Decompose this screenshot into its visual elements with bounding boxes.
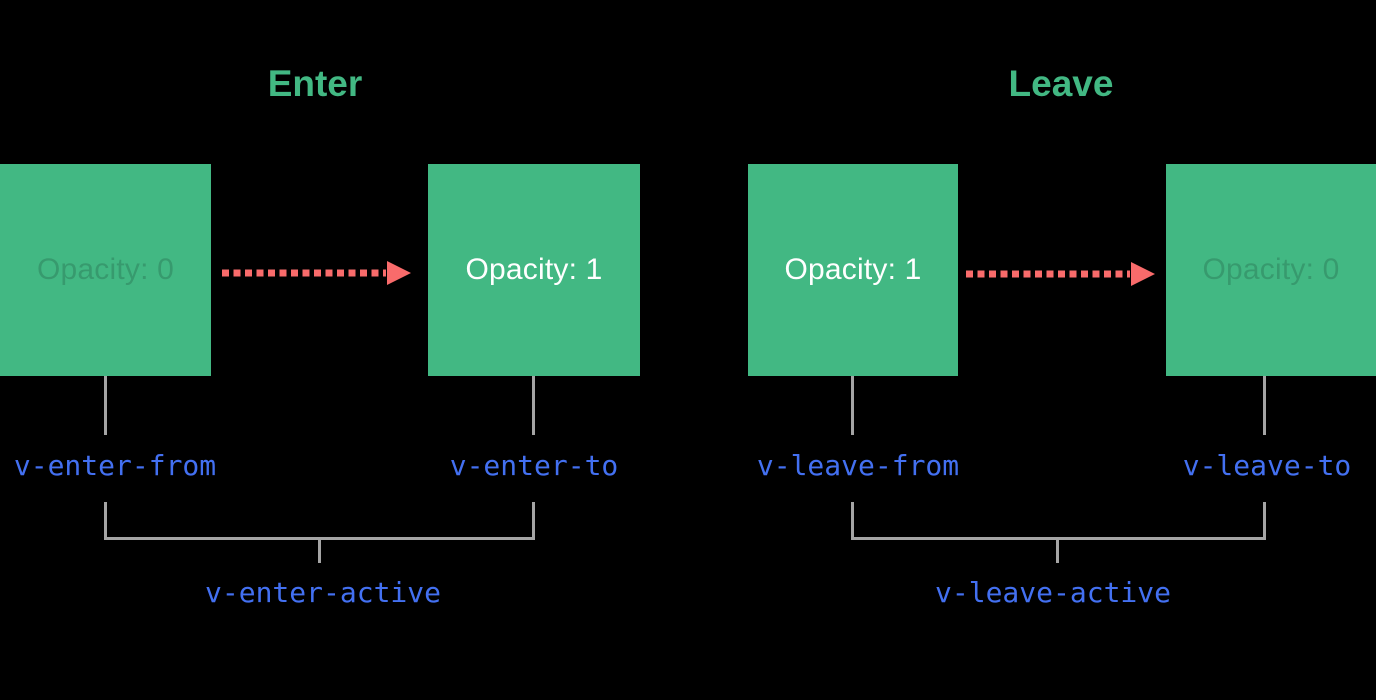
leave-to-class-label: v-leave-to (1182, 449, 1352, 482)
enter-bracket-left-line (104, 502, 107, 540)
enter-from-opacity-label: Opacity: 0 (36, 253, 175, 286)
leave-to-box: Opacity: 0 (1166, 164, 1376, 376)
enter-from-box: Opacity: 0 (0, 164, 211, 376)
leave-bracket-bottom-line (851, 537, 1266, 540)
enter-arrow-head (387, 261, 411, 285)
leave-from-connector-line (851, 376, 854, 435)
enter-bracket-right-line (532, 502, 535, 540)
leave-from-class-label: v-leave-from (756, 449, 960, 482)
leave-from-box: Opacity: 1 (748, 164, 958, 376)
leave-bracket-right-line (1263, 502, 1266, 540)
leave-bracket-center-stub (1056, 540, 1059, 563)
leave-arrow-head (1131, 262, 1155, 286)
leave-active-class-label: v-leave-active (934, 576, 1172, 609)
enter-active-class-label: v-enter-active (204, 576, 442, 609)
enter-to-class-label: v-enter-to (449, 449, 619, 482)
enter-dashed-arrow-right-icon (222, 261, 411, 285)
enter-to-connector-line (532, 376, 535, 435)
leave-to-opacity-label: Opacity: 0 (1202, 253, 1340, 286)
leave-from-opacity-label: Opacity: 1 (784, 253, 922, 286)
enter-from-class-label: v-enter-from (13, 449, 217, 482)
enter-to-opacity-label: Opacity: 1 (465, 253, 603, 286)
enter-section-title: Enter (267, 63, 363, 104)
leave-section-title: Leave (1008, 63, 1114, 104)
enter-bracket-center-stub (318, 540, 321, 563)
enter-to-box: Opacity: 1 (428, 164, 640, 376)
leave-bracket-left-line (851, 502, 854, 540)
leave-to-connector-line (1263, 376, 1266, 435)
leave-dashed-arrow-right-icon (966, 262, 1155, 286)
enter-bracket-bottom-line (104, 537, 535, 540)
enter-from-connector-line (104, 376, 107, 435)
